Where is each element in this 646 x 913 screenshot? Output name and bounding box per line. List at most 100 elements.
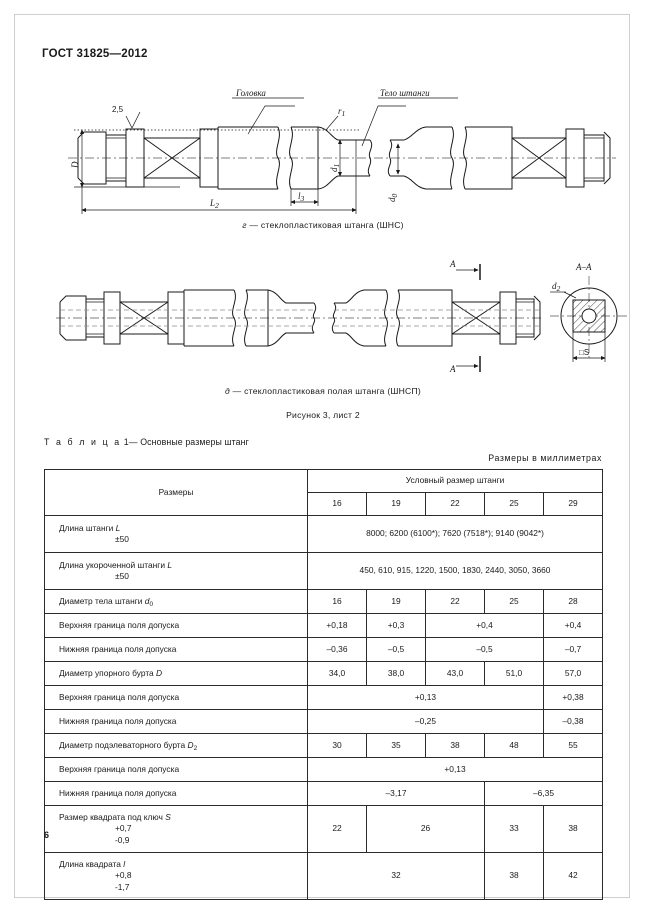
table-cell: –0,38 — [542, 709, 604, 734]
table-cell: 57,0 — [542, 661, 604, 686]
table-title-text: — Основные размеры штанг — [128, 437, 249, 447]
figure-d-section-mark-bottom: A — [449, 364, 456, 373]
figure-g-dim-l3: l3 — [298, 191, 305, 203]
table-cell: +0,13 — [307, 685, 544, 710]
table-cell: 26 — [366, 805, 485, 853]
table-cell: 38,0 — [366, 661, 426, 686]
header-size-29: 29 — [542, 492, 604, 516]
table-header-row-2: 16 19 22 25 29 — [45, 492, 604, 516]
table-row: Нижняя граница поля допуска–3,17–6,35 — [44, 781, 604, 806]
figure-g-caption-text: — стеклопластиковая штанга (ШНС) — [249, 220, 404, 230]
table-cell: 43,0 — [425, 661, 485, 686]
figure-g-sucker-rod: Головка Тело штанги 2,5 D d1 d0 r1 — [60, 72, 620, 217]
header-params: Размеры — [44, 469, 308, 516]
table-cell: 28 — [542, 589, 604, 614]
row-label: Нижняя граница поля допуска — [44, 781, 308, 806]
table-cell: 38 — [542, 805, 604, 853]
figure-d-section-mark-top: A — [449, 259, 456, 269]
table-cell: 22 — [307, 805, 367, 853]
table-cell: –0,36 — [307, 637, 367, 662]
table-cell: +0,3 — [366, 613, 426, 638]
table-title: Т а б л и ц а 1— Основные размеры штанг — [44, 437, 249, 447]
table-title-prefix: Т а б л и ц а — [44, 437, 122, 447]
figure-d-caption: д — стеклопластиковая полая штанга (ШНСП… — [0, 386, 646, 396]
row-label: Диаметр тела штанги d0 — [44, 589, 308, 614]
figure-d-caption-text: — стеклопластиковая полая штанга (ШНСП) — [232, 386, 422, 396]
figure-g-dim-D: D — [70, 161, 80, 169]
header-size-25: 25 — [484, 492, 544, 516]
table-units-note: Размеры в миллиметрах — [488, 453, 602, 463]
figure-g-label-head: Головка — [235, 88, 266, 98]
row-label: Нижняя граница поля допуска — [44, 637, 308, 662]
table-cell: 38 — [425, 733, 485, 758]
row-label: Нижняя граница поля допуска — [44, 709, 308, 734]
table-row: Нижняя граница поля допуска–0,25–0,38 — [44, 709, 604, 734]
figure-d-hollow-rod: A A A–A d2 □S — [52, 258, 632, 373]
row-label: Верхняя граница поля допуска — [44, 613, 308, 638]
table-row: Верхняя граница поля допуска+0,13+0,38 — [44, 685, 604, 710]
table-cell: 55 — [542, 733, 604, 758]
row-label: Длина штанги L±50 — [44, 515, 308, 553]
row-label: Верхняя граница поля допуска — [44, 757, 308, 782]
table-cell: 8000; 6200 (6100*); 7620 (7518*); 9140 (… — [306, 515, 604, 553]
table-row: Нижняя граница поля допуска–0,36–0,5–0,5… — [44, 637, 604, 662]
page-number: 6 — [44, 830, 50, 840]
table-cell: +0,38 — [542, 685, 604, 710]
table-cell: +0,18 — [307, 613, 367, 638]
row-label: Диаметр упорного бурта D — [44, 661, 308, 686]
standard-number: ГОСТ 31825—2012 — [42, 48, 148, 60]
table-cell: 16 — [307, 589, 367, 614]
table-row: Верхняя граница поля допуска+0,13 — [44, 757, 604, 782]
table-cell: –6,35 — [483, 781, 604, 806]
table-cell: –0,7 — [542, 637, 604, 662]
table-cell: –0,5 — [366, 637, 426, 662]
header-size-19: 19 — [366, 492, 426, 516]
figure-d-dim-S: □S — [579, 348, 589, 357]
table-row: Верхняя граница поля допуска+0,18+0,3+0,… — [44, 613, 604, 638]
figure-d-section-title: A–A — [575, 262, 592, 272]
figure-g-dim-d0: d0 — [387, 194, 399, 203]
table-cell: 32 — [307, 852, 485, 900]
specs-table: Размеры Условный размер штанги 16 19 22 … — [44, 469, 604, 900]
table-cell: 38 — [484, 852, 544, 900]
table-cell: +0,4 — [425, 613, 544, 638]
figure-d-caption-letter: д — [224, 386, 230, 396]
table-cell: 34,0 — [307, 661, 367, 686]
table-head: Размеры Условный размер штанги 16 19 22 … — [44, 469, 604, 516]
table-cell: 25 — [484, 589, 544, 614]
table-cell: –0,5 — [425, 637, 544, 662]
figure-g-roughness-value: 2,5 — [112, 105, 124, 114]
table-cell: +0,4 — [542, 613, 604, 638]
table-cell: 33 — [484, 805, 544, 853]
figure-g-dim-L2: L2 — [209, 198, 219, 210]
table-cell: –0,25 — [307, 709, 544, 734]
row-label: Верхняя граница поля допуска — [44, 685, 308, 710]
table-cell: 30 — [307, 733, 367, 758]
header-size-16: 16 — [307, 492, 367, 516]
figure-g-caption: г — стеклопластиковая штанга (ШНС) — [0, 220, 646, 230]
table-cell: 48 — [484, 733, 544, 758]
header-size-22: 22 — [425, 492, 485, 516]
header-size-group: Условный размер штанги — [306, 469, 604, 493]
table-cell: 51,0 — [484, 661, 544, 686]
row-label: Длина квадрата l+0,8-1,7 — [44, 852, 308, 900]
table-title-number: 1 — [123, 437, 129, 447]
row-label: Длина укороченной штанги L±50 — [44, 552, 308, 590]
table-cell: 42 — [542, 852, 604, 900]
table-cell: +0,13 — [306, 757, 604, 782]
row-label: Размер квадрата под ключ S+0,7-0,9 — [44, 805, 308, 853]
figure-g-label-body: Тело штанги — [380, 88, 430, 98]
figure-g-dim-d1: d1 — [329, 164, 341, 172]
figure-d-dim-d2: d2 — [552, 281, 561, 293]
row-label: Диаметр подэлеваторного бурта D2 — [44, 733, 308, 758]
table-cell: –3,17 — [307, 781, 485, 806]
table-cell: 22 — [425, 589, 485, 614]
